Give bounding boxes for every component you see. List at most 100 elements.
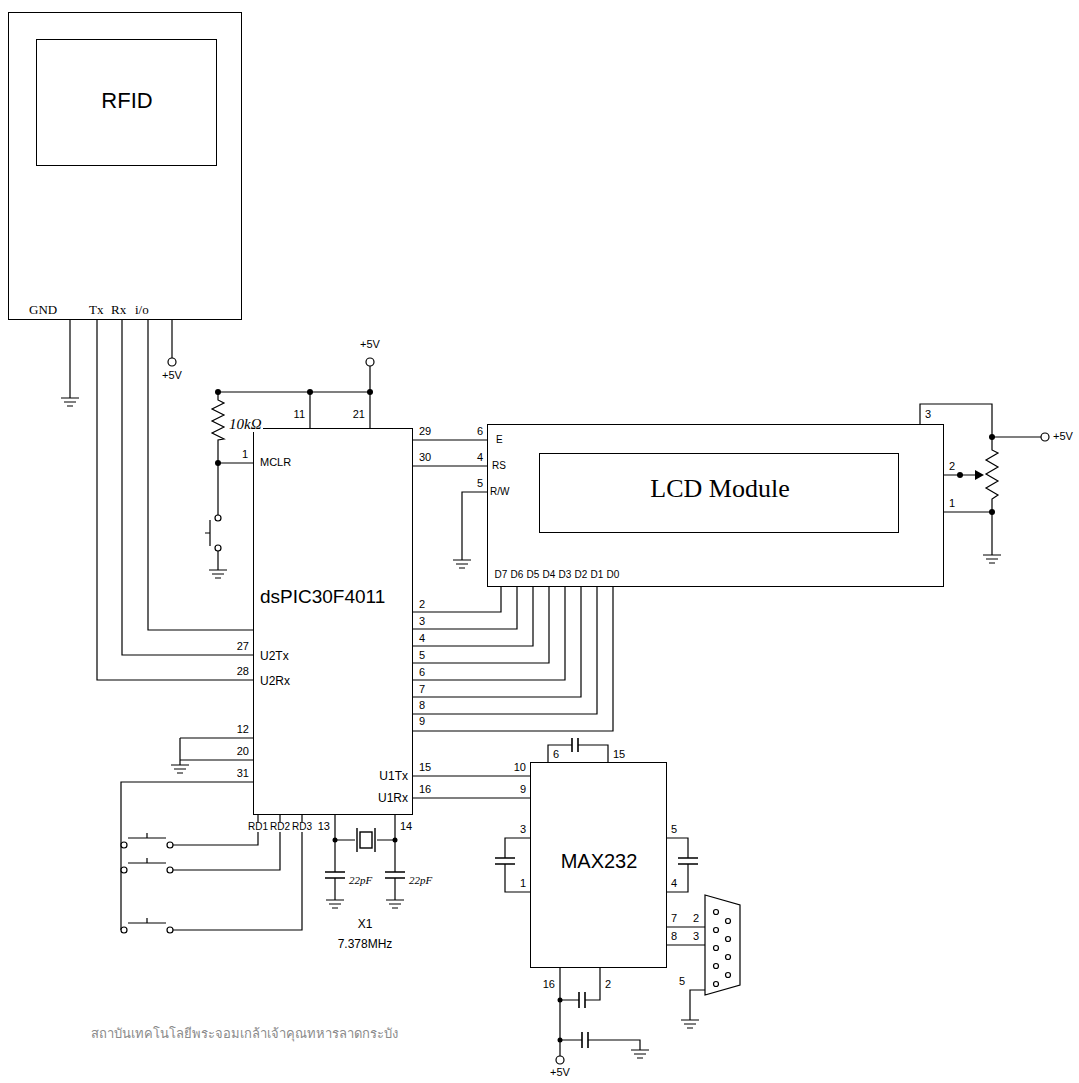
wire xyxy=(171,320,172,358)
db9-connector xyxy=(726,955,731,960)
power-label: +5V xyxy=(1052,431,1074,442)
wire xyxy=(667,927,705,1020)
signal-wire xyxy=(413,587,613,731)
switch-symbol xyxy=(121,842,127,848)
wire xyxy=(69,320,70,398)
pin-name: D3 xyxy=(559,570,572,580)
pin-name: MCLR xyxy=(260,457,291,468)
pin-name: GND xyxy=(29,303,57,316)
pin-name: RD1 xyxy=(247,822,269,832)
db9-connector xyxy=(726,937,731,942)
ground-symbol xyxy=(61,398,1001,1058)
signal-wire xyxy=(122,320,253,655)
db9-connector xyxy=(714,910,719,915)
ground-symbol xyxy=(209,570,227,578)
pin-number: 1 xyxy=(519,878,527,889)
pin-number: 6 xyxy=(418,667,426,678)
pin-number: 21 xyxy=(352,409,366,420)
pin-number: 14 xyxy=(399,821,413,832)
signal-wire xyxy=(97,320,253,680)
lcd-module: ERSR/WD7D6D5D4D3D2D1D0LCD Module xyxy=(487,424,944,587)
wire xyxy=(667,838,688,892)
pin-number: 3 xyxy=(692,931,700,942)
signal-wire xyxy=(413,587,581,697)
junction-dot xyxy=(333,838,338,843)
pin-number: 3 xyxy=(418,616,426,627)
pin-number: 6 xyxy=(476,426,484,437)
pin-name: E xyxy=(496,435,503,445)
switch-symbol xyxy=(128,833,166,923)
signal-wire xyxy=(148,320,253,630)
pin-number: 8 xyxy=(418,700,426,711)
db9-connector xyxy=(705,895,740,995)
signal-wire xyxy=(413,587,597,714)
switch-symbol xyxy=(167,867,173,873)
rfid-label-box: RFID xyxy=(36,39,217,166)
pin-number: 13 xyxy=(317,821,331,832)
potentiometer-wiper xyxy=(975,470,984,480)
pin-name: D1 xyxy=(591,570,604,580)
wire xyxy=(505,838,530,892)
power-label: +5V xyxy=(161,370,183,381)
pin-number: 16 xyxy=(418,784,432,795)
db9-connector xyxy=(726,919,731,924)
pin-name: D4 xyxy=(543,570,556,580)
ground-symbol xyxy=(61,398,79,406)
pin-number: 30 xyxy=(418,452,432,463)
wire xyxy=(560,968,600,1056)
max232-chip: MAX232 xyxy=(530,762,667,968)
wire xyxy=(70,320,1041,1056)
power-label: +5V xyxy=(549,1067,571,1078)
pin-number: 9 xyxy=(418,716,426,727)
junction-dot xyxy=(989,434,995,440)
power-terminal xyxy=(366,358,374,366)
pin-number: 7 xyxy=(670,913,678,924)
wire xyxy=(462,492,487,560)
chip-name: dsPIC30F4011 xyxy=(260,587,385,606)
db9-connector xyxy=(726,973,731,978)
capacitor-symbol xyxy=(579,992,588,1048)
capacitor-symbol xyxy=(572,738,578,752)
signal-wire xyxy=(413,587,501,612)
junction-dot xyxy=(367,389,373,395)
junction-dot xyxy=(215,389,221,395)
signal-wire xyxy=(413,775,530,776)
power-terminal xyxy=(168,358,176,366)
db9-connector xyxy=(705,895,740,995)
pin-name: R/W xyxy=(490,487,509,497)
ground-symbol xyxy=(171,765,189,773)
pin-number: 5 xyxy=(476,478,484,489)
ground-symbol xyxy=(631,1050,649,1058)
pin-name: D6 xyxy=(511,570,524,580)
junction-dot xyxy=(307,389,313,395)
switch-symbol xyxy=(121,867,127,873)
db9-connector xyxy=(714,928,719,933)
chip-name: MAX232 xyxy=(561,851,638,871)
pin-name: i/o xyxy=(135,303,149,316)
power-terminal xyxy=(168,358,1049,1064)
signal-wire xyxy=(413,797,530,798)
pin-name: D2 xyxy=(575,570,588,580)
pin-number: 4 xyxy=(670,878,678,889)
potentiometer-wiper xyxy=(975,470,984,480)
module-name: LCD Module xyxy=(650,476,789,502)
pin-name: U2Tx xyxy=(260,650,289,662)
db9-connector xyxy=(714,946,719,951)
pin-name: RD2 xyxy=(269,822,291,832)
pin-number: 5 xyxy=(670,824,678,835)
pin-number: 3 xyxy=(519,824,527,835)
wire xyxy=(944,437,1041,512)
pin-number: 1 xyxy=(948,498,956,509)
junction-dot xyxy=(957,472,963,478)
ground-symbol xyxy=(681,1020,699,1028)
pin-number: 7 xyxy=(418,684,426,695)
switch-symbol xyxy=(215,515,221,521)
wire xyxy=(335,839,395,840)
pin-number: 28 xyxy=(236,666,250,677)
junction-dot xyxy=(558,1038,563,1043)
pin-number: 1 xyxy=(241,449,249,460)
